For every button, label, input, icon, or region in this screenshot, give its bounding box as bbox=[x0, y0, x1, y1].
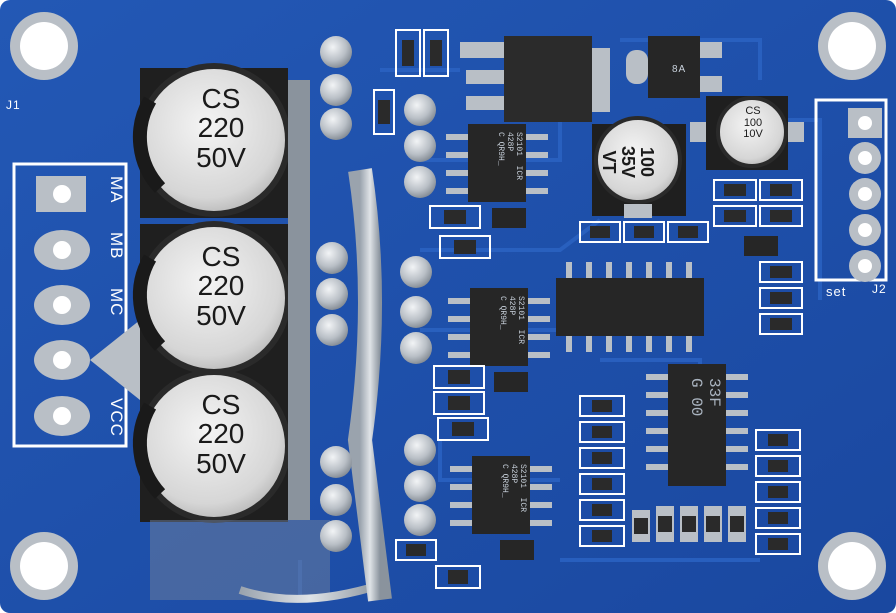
smd-passives bbox=[373, 29, 803, 589]
mid-cap-suffix: VT bbox=[599, 150, 620, 174]
driver-2-line2: 428P bbox=[507, 296, 517, 316]
small-cap-label: CS 100 10V bbox=[730, 105, 776, 141]
driver-ic-3 bbox=[450, 456, 552, 534]
big-capacitor-1 bbox=[132, 63, 291, 218]
big-cap-1-voltage: 50V bbox=[196, 141, 246, 173]
mid-capacitor bbox=[592, 116, 686, 218]
regulator-marking: 8A bbox=[672, 64, 687, 75]
mid-cap-voltage: 35V bbox=[618, 145, 639, 179]
mounting-hole-top-left bbox=[10, 12, 78, 80]
small-capacitor bbox=[690, 96, 804, 170]
small-cap-voltage: 10V bbox=[743, 128, 763, 141]
driver-3-line1: S2101 ICR bbox=[518, 464, 527, 513]
big-cap-2-voltage: 50V bbox=[196, 299, 246, 331]
small-cap-brand: CS bbox=[745, 105, 761, 117]
big-cap-2-brand: CS bbox=[201, 241, 241, 272]
mcu-line2: G 00 bbox=[687, 378, 706, 417]
driver-3-line2: 428P bbox=[509, 464, 519, 484]
driver-3-line3: C QR9H_ bbox=[500, 464, 510, 498]
big-cap-3-brand: CS bbox=[201, 389, 241, 420]
voltage-regulator bbox=[626, 36, 722, 98]
mcu-ic bbox=[646, 364, 748, 486]
big-cap-1-label: CS 220 50V bbox=[176, 83, 266, 173]
solder-pads bbox=[316, 36, 436, 552]
mcu-line1: 33F bbox=[705, 378, 723, 407]
motor-pin-label-mb: MB bbox=[107, 232, 126, 260]
mosfet bbox=[460, 36, 610, 122]
big-cap-2-label: CS 220 50V bbox=[176, 241, 266, 331]
driver-1-line1: S2101 ICR bbox=[514, 132, 523, 181]
big-cap-1-value: 220 bbox=[197, 112, 245, 144]
mounting-hole-top-right bbox=[818, 12, 886, 80]
big-cap-3-value: 220 bbox=[197, 418, 245, 450]
driver-1-marking: S2101 ICR 428P C QR9H_ bbox=[496, 132, 523, 181]
motor-pin-label-ma: MA bbox=[107, 176, 126, 204]
driver-1-line3: C QR9H_ bbox=[496, 132, 506, 166]
big-cap-2-value: 220 bbox=[197, 270, 245, 302]
current-shunt bbox=[150, 80, 392, 603]
motor-pin-label-vcc: VCC bbox=[107, 398, 126, 437]
driver-2-marking: S2101 ICR 428P C QR9H_ bbox=[498, 296, 525, 345]
logic-ic bbox=[556, 262, 704, 352]
header-j1-label: J1 bbox=[6, 98, 21, 112]
motor-pin-label-mc: MC bbox=[107, 288, 126, 317]
driver-1-line2: 428P bbox=[505, 132, 515, 152]
driver-ic-2 bbox=[448, 288, 550, 366]
big-capacitor-3 bbox=[132, 369, 291, 523]
driver-3-marking: S2101 ICR 428P C QR9H_ bbox=[500, 464, 527, 513]
mcu-marking: 33F G 00 bbox=[687, 378, 723, 417]
big-cap-3-voltage: 50V bbox=[196, 447, 246, 479]
big-cap-3-label: CS 220 50V bbox=[176, 389, 266, 479]
header-j2-label: J2 bbox=[872, 282, 887, 296]
driver-2-line1: S2101 ICR bbox=[516, 296, 525, 345]
driver-ic-1 bbox=[446, 124, 548, 202]
small-cap-value: 100 bbox=[743, 116, 763, 129]
set-label: set bbox=[826, 284, 847, 299]
mounting-hole-bottom-right bbox=[818, 532, 886, 600]
mounting-hole-bottom-left bbox=[10, 532, 78, 600]
big-cap-1-brand: CS bbox=[201, 83, 241, 114]
mid-cap-label: 100 35V VT bbox=[599, 124, 657, 200]
driver-2-line3: C QR9H_ bbox=[498, 296, 508, 330]
mid-cap-value: 100 bbox=[637, 146, 657, 178]
control-header bbox=[814, 98, 888, 282]
motor-header bbox=[12, 162, 140, 448]
